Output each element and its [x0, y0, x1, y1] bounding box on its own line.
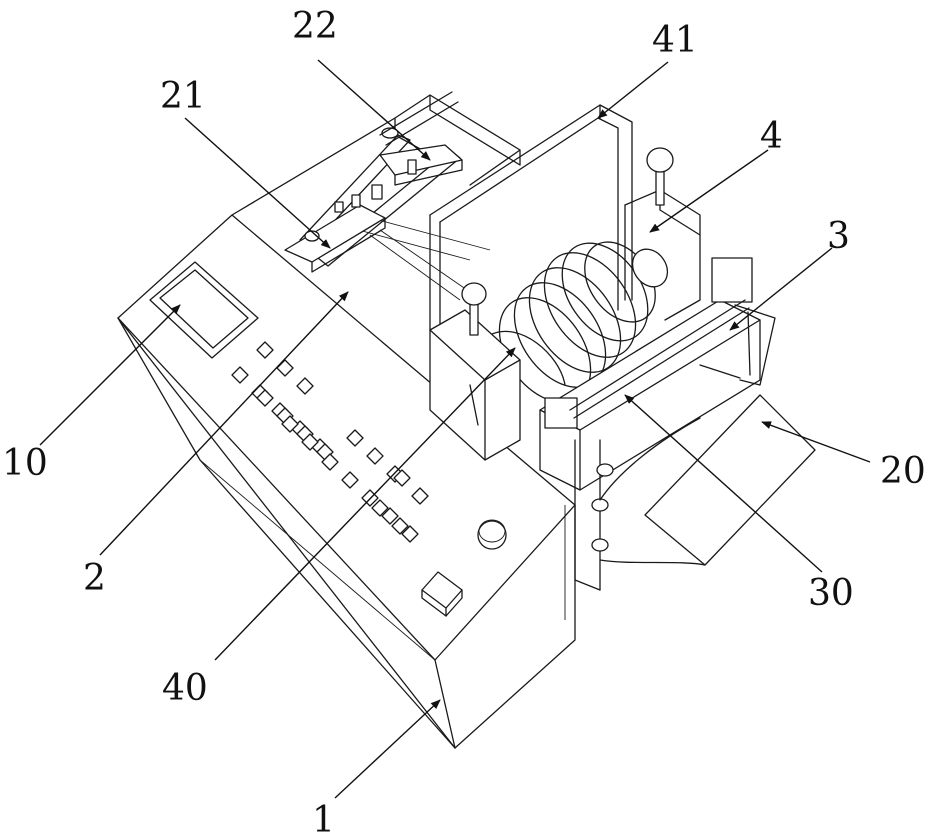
keypad-button [297, 378, 313, 394]
label-41: 41 [652, 20, 698, 61]
label-22: 22 [292, 6, 338, 47]
cutter-housing [625, 148, 700, 320]
label-20: 20 [880, 451, 926, 492]
control-knob [478, 520, 506, 549]
label-1: 1 [312, 800, 335, 839]
label-3: 3 [827, 216, 850, 257]
feeding-assembly [232, 92, 520, 300]
keypad-button [257, 342, 273, 358]
label-40: 40 [162, 668, 208, 709]
label-10: 10 [2, 443, 48, 484]
keypad-button [342, 472, 358, 488]
keypad-button [277, 360, 293, 376]
label-2: 2 [83, 558, 106, 599]
keypad-button [347, 430, 363, 446]
keypad-button [412, 488, 428, 504]
display-screen [150, 262, 258, 358]
label-21: 21 [160, 76, 206, 117]
power-button [422, 572, 462, 616]
label-30: 30 [808, 573, 854, 614]
keypad-button [367, 448, 383, 464]
keypad-button [232, 367, 248, 383]
label-4: 4 [760, 116, 783, 157]
